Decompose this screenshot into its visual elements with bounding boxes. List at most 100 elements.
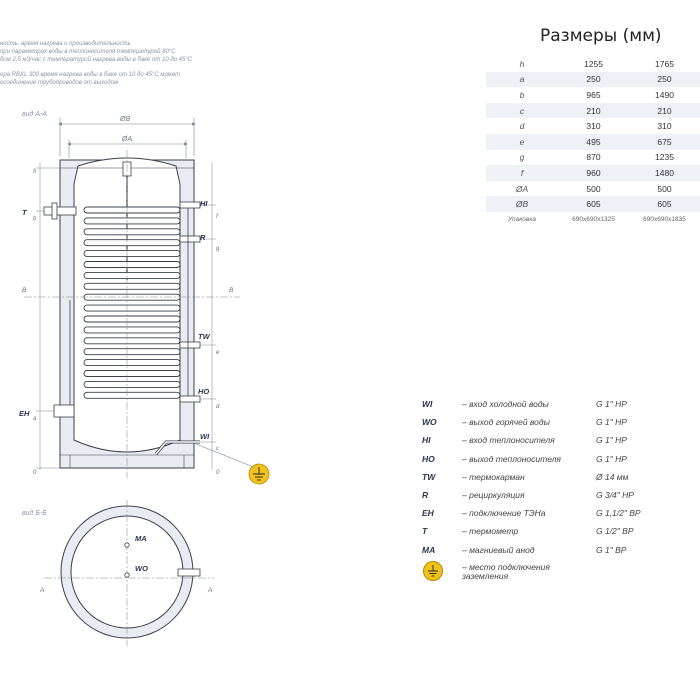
dimension-value: 1255: [584, 58, 603, 69]
dimension-value: 870: [586, 152, 601, 163]
label-wi: WI: [200, 432, 210, 441]
legend-desc: – выход теплоносителя: [462, 453, 561, 464]
label-hi: HI: [200, 199, 208, 208]
legend-size: G 1" ВР: [596, 544, 627, 555]
coil-turn: [83, 348, 181, 356]
coil-turn: [83, 315, 181, 323]
note-line: ность, время нагрева и производительност…: [0, 41, 131, 47]
dimensions-row: d 310 310: [486, 118, 700, 134]
note-line: бом 2,5 м3/час с температурой нагрева во…: [0, 57, 193, 63]
dim-g: g: [216, 246, 220, 252]
dimension-param: ØA: [515, 183, 529, 194]
legend-desc: – подключение ТЭНа: [462, 508, 546, 519]
dimension-value: 310: [586, 121, 601, 132]
dimension-value: 675: [629, 133, 700, 150]
dimension-value: 210: [629, 102, 700, 119]
legend-code: R: [422, 489, 429, 500]
label-ho: HO: [198, 387, 209, 396]
legend-desc: – выход горячей воды: [462, 417, 550, 428]
dimension-param: a: [486, 71, 558, 88]
left-dimensions: h b a 0: [33, 162, 60, 476]
coil-turn: [83, 261, 181, 268]
dim-f: f: [216, 214, 219, 220]
section-a-right: A: [207, 587, 212, 594]
coil-turn: [83, 239, 181, 247]
label-wo: WO: [135, 564, 148, 573]
dim-b: b: [33, 216, 37, 222]
legend-code: HO: [422, 453, 435, 464]
dimension-value: 210: [558, 102, 629, 119]
note-line: при параметрах воды в теплоносителя темп…: [0, 49, 176, 55]
coil-turn: [83, 206, 181, 214]
section-a-left: A: [39, 587, 44, 594]
coil-turn: [83, 326, 181, 334]
legend-ground-row: – место подключения заземления: [420, 560, 695, 587]
ground-leader: [195, 443, 257, 469]
label-r: R: [200, 233, 206, 242]
legend-size: G 1" НР: [596, 435, 627, 446]
section-b-right: B: [229, 287, 234, 294]
dimension-value: 495: [558, 133, 629, 150]
ground-icon: [423, 560, 443, 581]
coil-turn: [83, 228, 181, 236]
legend-code: TW: [422, 471, 436, 482]
dimension-value: 310: [657, 121, 672, 132]
dimension-ob-label: ØB: [119, 116, 130, 123]
label-ma: MA: [135, 534, 147, 543]
coil-turn: [83, 391, 181, 399]
packaging-value: 690х690х1835: [643, 216, 686, 224]
dimensions-row: ØA 500 500: [486, 181, 700, 197]
ground-icon: [248, 463, 270, 485]
legend-size: G 1/2" ВР: [596, 526, 634, 537]
dimension-param: e: [486, 133, 558, 150]
dimension-value: 500: [657, 183, 672, 194]
dimension-value: 1235: [655, 152, 674, 163]
note-line: ора RBXL 300 время нагрева воды в баке о…: [0, 72, 181, 78]
dimension-value: 500: [586, 183, 601, 194]
dimension-value: 250: [558, 71, 629, 88]
dimension-param: f: [486, 165, 558, 181]
label-t: T: [22, 208, 28, 217]
legend-size: G 1" НР: [596, 399, 627, 409]
dimension-value: 965: [586, 89, 601, 100]
note-line: осоединение трубопроводов от выходом: [0, 80, 119, 86]
label-eh: EH: [19, 409, 30, 418]
dimension-oa: ØA: [67, 136, 188, 158]
dimension-value: 250: [629, 71, 700, 88]
legend-code: HI: [422, 435, 431, 446]
coil-turn: [83, 337, 181, 345]
view-aa-label: вид А-А: [22, 110, 47, 118]
dimension-param: h: [519, 58, 525, 69]
right-dimensions: f g e d c 0: [200, 162, 220, 476]
legend-size: Ø 14 мм: [596, 471, 629, 482]
dimensions-title: Размеры (мм): [540, 26, 662, 46]
dimensions-row: g 870 1235: [486, 150, 700, 166]
dim-d: d: [216, 404, 220, 410]
dimension-value: 605: [629, 196, 700, 212]
dimension-value: 1490: [655, 89, 674, 100]
coil-turn: [83, 282, 181, 290]
legend-desc: – магниевый анод: [462, 544, 535, 555]
dim-e: e: [216, 350, 220, 356]
dimension-oa-label: ØA: [121, 136, 132, 143]
legend-ground-desc: – место подключения заземления: [462, 561, 550, 581]
view-bb-label: вид Б-Б: [22, 509, 47, 517]
dim-h: h: [33, 169, 37, 175]
packaging-value: 690х690х1325: [572, 216, 615, 224]
dimension-param: g: [519, 152, 525, 163]
coil-turn: [83, 304, 181, 312]
dimension-param: d: [519, 121, 525, 132]
